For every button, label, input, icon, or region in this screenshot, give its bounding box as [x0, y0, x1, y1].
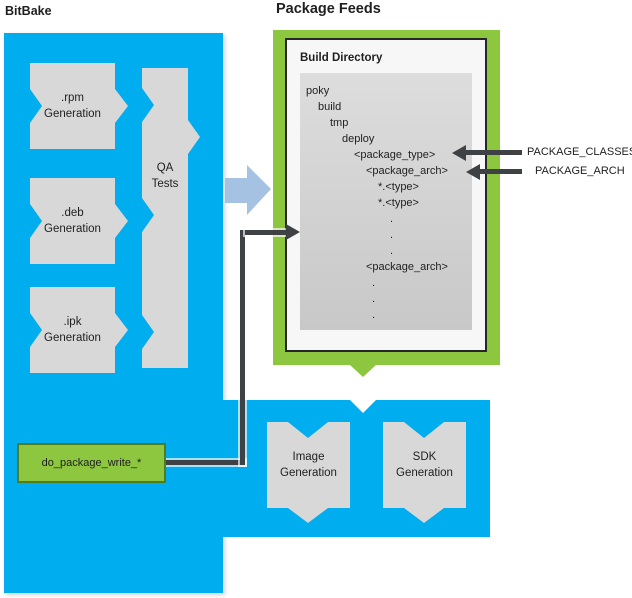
do-package-write-label: do_package_write_* [41, 457, 142, 469]
deb-generation-label-line2: Generation [44, 223, 101, 235]
tree-line-package-arch: <package_arch> [366, 165, 448, 177]
rpm-generation-box: .rpm Generation [30, 63, 128, 149]
sdk-generation-box: SDK Generation [383, 422, 466, 523]
package-feeds-title: Package Feeds [276, 1, 381, 17]
tree-line: poky [306, 85, 330, 97]
ipk-generation-label-line2: Generation [44, 332, 101, 344]
flow-arrow-icon [225, 165, 271, 215]
tree-line: build [318, 101, 342, 113]
package-arch-arrow-shaft [478, 169, 522, 174]
ipk-generation-label-line1: .ipk [63, 316, 82, 328]
rpm-generation-label-line2: Generation [44, 108, 101, 120]
tree-line-package-type: <package_type> [354, 149, 436, 161]
tree-line: *.<type> [378, 181, 419, 193]
package-classes-label: PACKAGE_CLASSES [527, 146, 632, 158]
image-generation-label-line1: Image [292, 451, 325, 463]
rpm-generation-label-line1: .rpm [61, 92, 84, 104]
tree-line-dot: . [372, 293, 376, 305]
bitbake-title: BitBake [5, 4, 52, 18]
build-directory-label: Build Directory [300, 52, 383, 64]
ipk-generation-box: .ipk Generation [30, 287, 128, 373]
package-classes-arrow-shaft [464, 150, 522, 155]
task-connector-arrow-icon [286, 224, 300, 240]
deb-generation-box: .deb Generation [30, 178, 128, 264]
tree-line-package-arch: <package_arch> [366, 261, 448, 273]
qa-tests-label-line2: Tests [151, 178, 179, 190]
tree-line: deploy [342, 133, 375, 145]
tree-line-dot: . [390, 213, 394, 225]
sdk-generation-label-line2: Generation [396, 467, 453, 479]
tree-line-dot: . [390, 229, 394, 241]
qa-tests-label: QA Tests [142, 160, 188, 192]
directory-tree: poky build tmp deploy <package_type> <pa… [300, 73, 472, 330]
tree-line-dot: . [372, 277, 376, 289]
image-generation-label-line2: Generation [280, 467, 337, 479]
package-arch-label: PACKAGE_ARCH [535, 165, 625, 177]
package-classes-arrow-icon [452, 145, 466, 161]
deb-generation-label-line1: .deb [61, 207, 84, 219]
task-connector-horizontal-top [245, 230, 288, 235]
task-connector-vertical [240, 230, 245, 465]
package-arch-arrow-icon [466, 164, 480, 180]
task-connector-horizontal-bottom [166, 460, 245, 465]
tree-line-dot: . [372, 309, 376, 321]
image-generation-label: Image Generation [267, 422, 350, 508]
tree-line: tmp [330, 117, 349, 129]
tree-line-dot: . [390, 245, 394, 257]
do-package-write-box: do_package_write_* [17, 443, 166, 483]
sdk-generation-label-line1: SDK [412, 451, 437, 463]
sdk-generation-label: SDK Generation [383, 422, 466, 508]
qa-tests-label-line1: QA [156, 162, 174, 174]
image-generation-box: Image Generation [267, 422, 350, 523]
tree-line: *.<type> [378, 197, 419, 209]
